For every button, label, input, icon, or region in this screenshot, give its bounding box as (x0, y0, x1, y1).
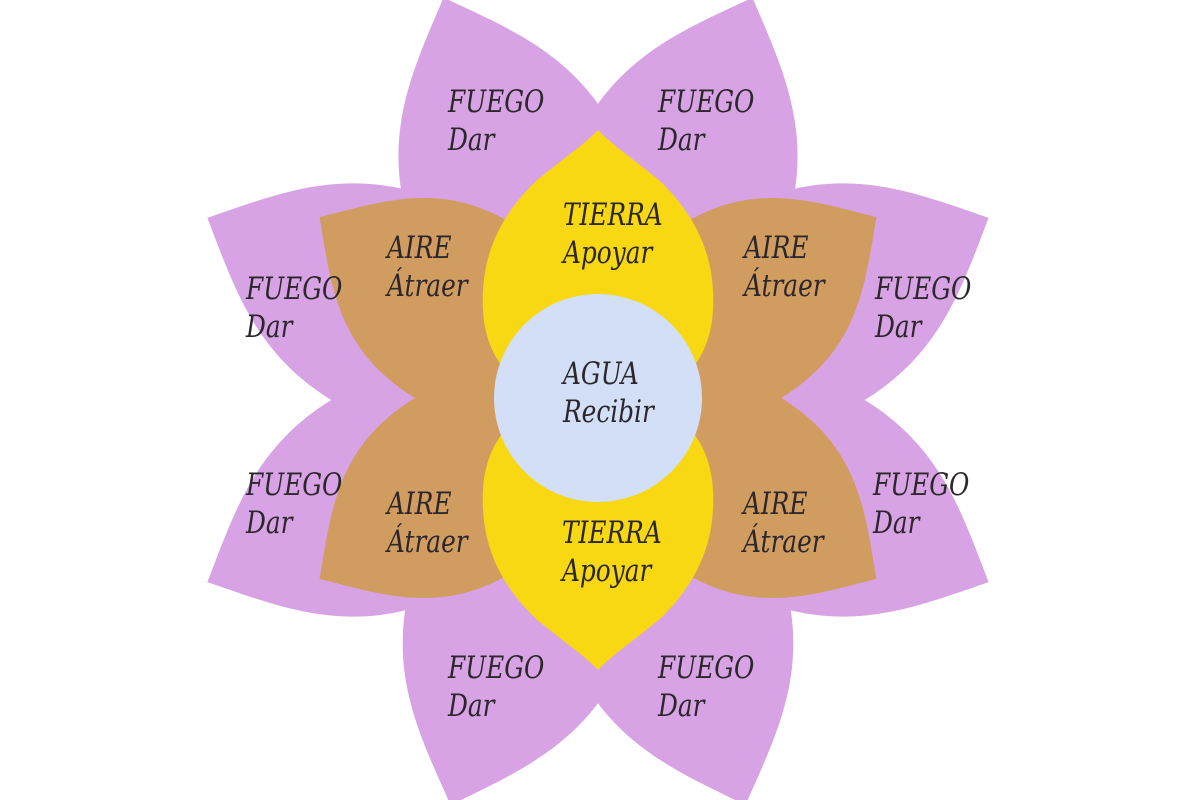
element-action: Apoyar (563, 235, 653, 271)
label-fuego-left-upper: FUEGO Dar (246, 270, 342, 346)
label-fuego-top-right: FUEGO Dar (658, 83, 754, 159)
element-action: Dar (246, 309, 293, 345)
element-name: FUEGO (448, 650, 545, 686)
element-action: Dar (875, 309, 922, 345)
element-action: Dar (246, 505, 293, 541)
element-name: FUEGO (246, 467, 343, 503)
element-action: Dar (873, 505, 920, 541)
element-name: FUEGO (246, 271, 343, 307)
element-name: AIRE (387, 230, 452, 266)
element-action: Átraer (387, 524, 468, 560)
element-action: Recibir (563, 394, 654, 430)
element-action: Átraer (387, 268, 468, 304)
element-name: AIRE (744, 230, 809, 266)
label-fuego-left-lower: FUEGO Dar (246, 466, 342, 542)
element-name: TIERRA (562, 515, 662, 551)
element-name: AIRE (387, 486, 452, 522)
label-aire-upper-left: AIRE Átraer (387, 229, 468, 305)
label-aire-lower-left: AIRE Átraer (387, 485, 468, 561)
center-circle-agua (494, 294, 702, 502)
element-action: Dar (658, 122, 705, 158)
label-fuego-right-upper: FUEGO Dar (875, 270, 971, 346)
element-name: TIERRA (563, 197, 663, 233)
label-aire-upper-right: AIRE Átraer (744, 229, 825, 305)
element-action: Dar (448, 688, 495, 724)
element-name: AIRE (743, 486, 808, 522)
element-action: Dar (448, 122, 495, 158)
element-name: FUEGO (658, 650, 755, 686)
label-fuego-right-lower: FUEGO Dar (873, 466, 969, 542)
element-name: FUEGO (873, 467, 970, 503)
label-tierra-bottom: TIERRA Apoyar (562, 514, 662, 590)
element-name: AGUA (563, 356, 639, 392)
element-action: Átraer (744, 268, 825, 304)
element-action: Dar (658, 688, 705, 724)
label-aire-lower-right: AIRE Átraer (743, 485, 824, 561)
element-name: FUEGO (875, 271, 972, 307)
element-action: Átraer (743, 524, 824, 560)
label-fuego-bottom-left: FUEGO Dar (448, 649, 544, 725)
label-fuego-top-left: FUEGO Dar (448, 83, 544, 159)
label-agua-center: AGUA Recibir (563, 355, 654, 431)
element-name: FUEGO (658, 84, 755, 120)
element-action: Apoyar (562, 553, 652, 589)
label-tierra-top: TIERRA Apoyar (563, 196, 663, 272)
label-fuego-bottom-right: FUEGO Dar (658, 649, 754, 725)
element-name: FUEGO (448, 84, 545, 120)
